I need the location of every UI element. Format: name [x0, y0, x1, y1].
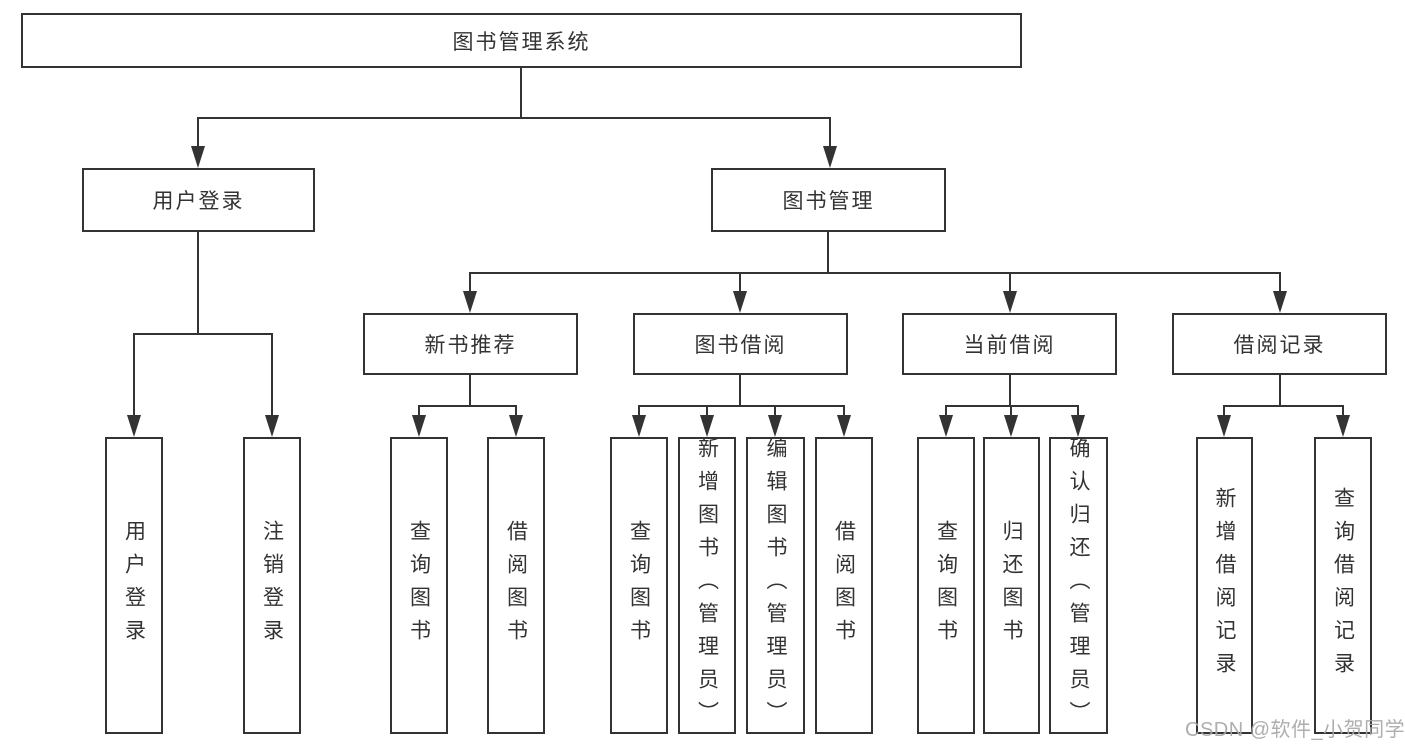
node-borrowing-records-label: 借阅记录	[1233, 334, 1326, 357]
leaf-current-query-books-label: 查询图书	[934, 519, 958, 652]
leaf-logout: 注销登录	[243, 437, 301, 734]
leaf-edit-books-admin: 编辑图书（管理员）	[746, 437, 805, 734]
leaf-recommend-borrow-books: 借阅图书	[487, 437, 545, 734]
leaf-edit-books-admin-label: 编辑图书（管理员）	[764, 437, 787, 734]
leaf-recommend-borrow-books-label: 借阅图书	[504, 519, 528, 652]
node-book-borrowing: 图书借阅	[633, 313, 848, 375]
leaf-borrowing-borrow-books: 借阅图书	[815, 437, 873, 734]
leaf-user-login: 用户登录	[105, 437, 163, 734]
node-book-management-label: 图书管理	[782, 190, 875, 213]
node-new-book-recommend: 新书推荐	[363, 313, 578, 375]
leaf-add-books-admin: 新增图书（管理员）	[678, 437, 736, 734]
leaf-return-books: 归还图书	[983, 437, 1040, 734]
leaf-current-query-books: 查询图书	[917, 437, 975, 734]
leaf-borrowing-query-books-label: 查询图书	[627, 519, 651, 652]
leaf-recommend-query-books-label: 查询图书	[407, 519, 431, 652]
node-library-system-label: 图书管理系统	[452, 30, 591, 54]
leaf-query-borrow-record: 查询借阅记录	[1314, 437, 1372, 734]
leaf-add-borrow-record-label: 新增借阅记录	[1213, 486, 1236, 685]
leaf-user-login-label: 用户登录	[122, 519, 146, 652]
node-user-login-branch-label: 用户登录	[152, 190, 245, 213]
leaf-borrowing-borrow-books-label: 借阅图书	[832, 519, 856, 652]
leaf-query-borrow-record-label: 查询借阅记录	[1331, 486, 1355, 685]
node-book-borrowing-label: 图书借阅	[694, 334, 787, 357]
leaf-add-books-admin-label: 新增图书（管理员）	[695, 437, 719, 734]
leaf-confirm-return-admin-label: 确认归还（管理员）	[1067, 437, 1090, 734]
leaf-add-borrow-record: 新增借阅记录	[1196, 437, 1253, 734]
node-new-book-recommend-label: 新书推荐	[424, 334, 517, 357]
connector-shafts	[133, 67, 1344, 419]
leaf-borrowing-query-books: 查询图书	[610, 437, 668, 734]
node-user-login-branch: 用户登录	[82, 168, 315, 232]
node-book-management: 图书管理	[711, 168, 946, 232]
node-current-borrowing-label: 当前借阅	[963, 334, 1056, 357]
leaf-return-books-label: 归还图书	[1000, 519, 1023, 652]
csdn-watermark: CSDN @软件_小贺同学	[1185, 719, 1405, 741]
node-library-system: 图书管理系统	[21, 13, 1022, 68]
node-borrowing-records: 借阅记录	[1172, 313, 1387, 375]
leaf-logout-label: 注销登录	[260, 519, 284, 652]
node-current-borrowing: 当前借阅	[902, 313, 1117, 375]
leaf-confirm-return-admin: 确认归还（管理员）	[1049, 437, 1108, 734]
leaf-recommend-query-books: 查询图书	[390, 437, 448, 734]
arrowheads	[127, 146, 1350, 437]
